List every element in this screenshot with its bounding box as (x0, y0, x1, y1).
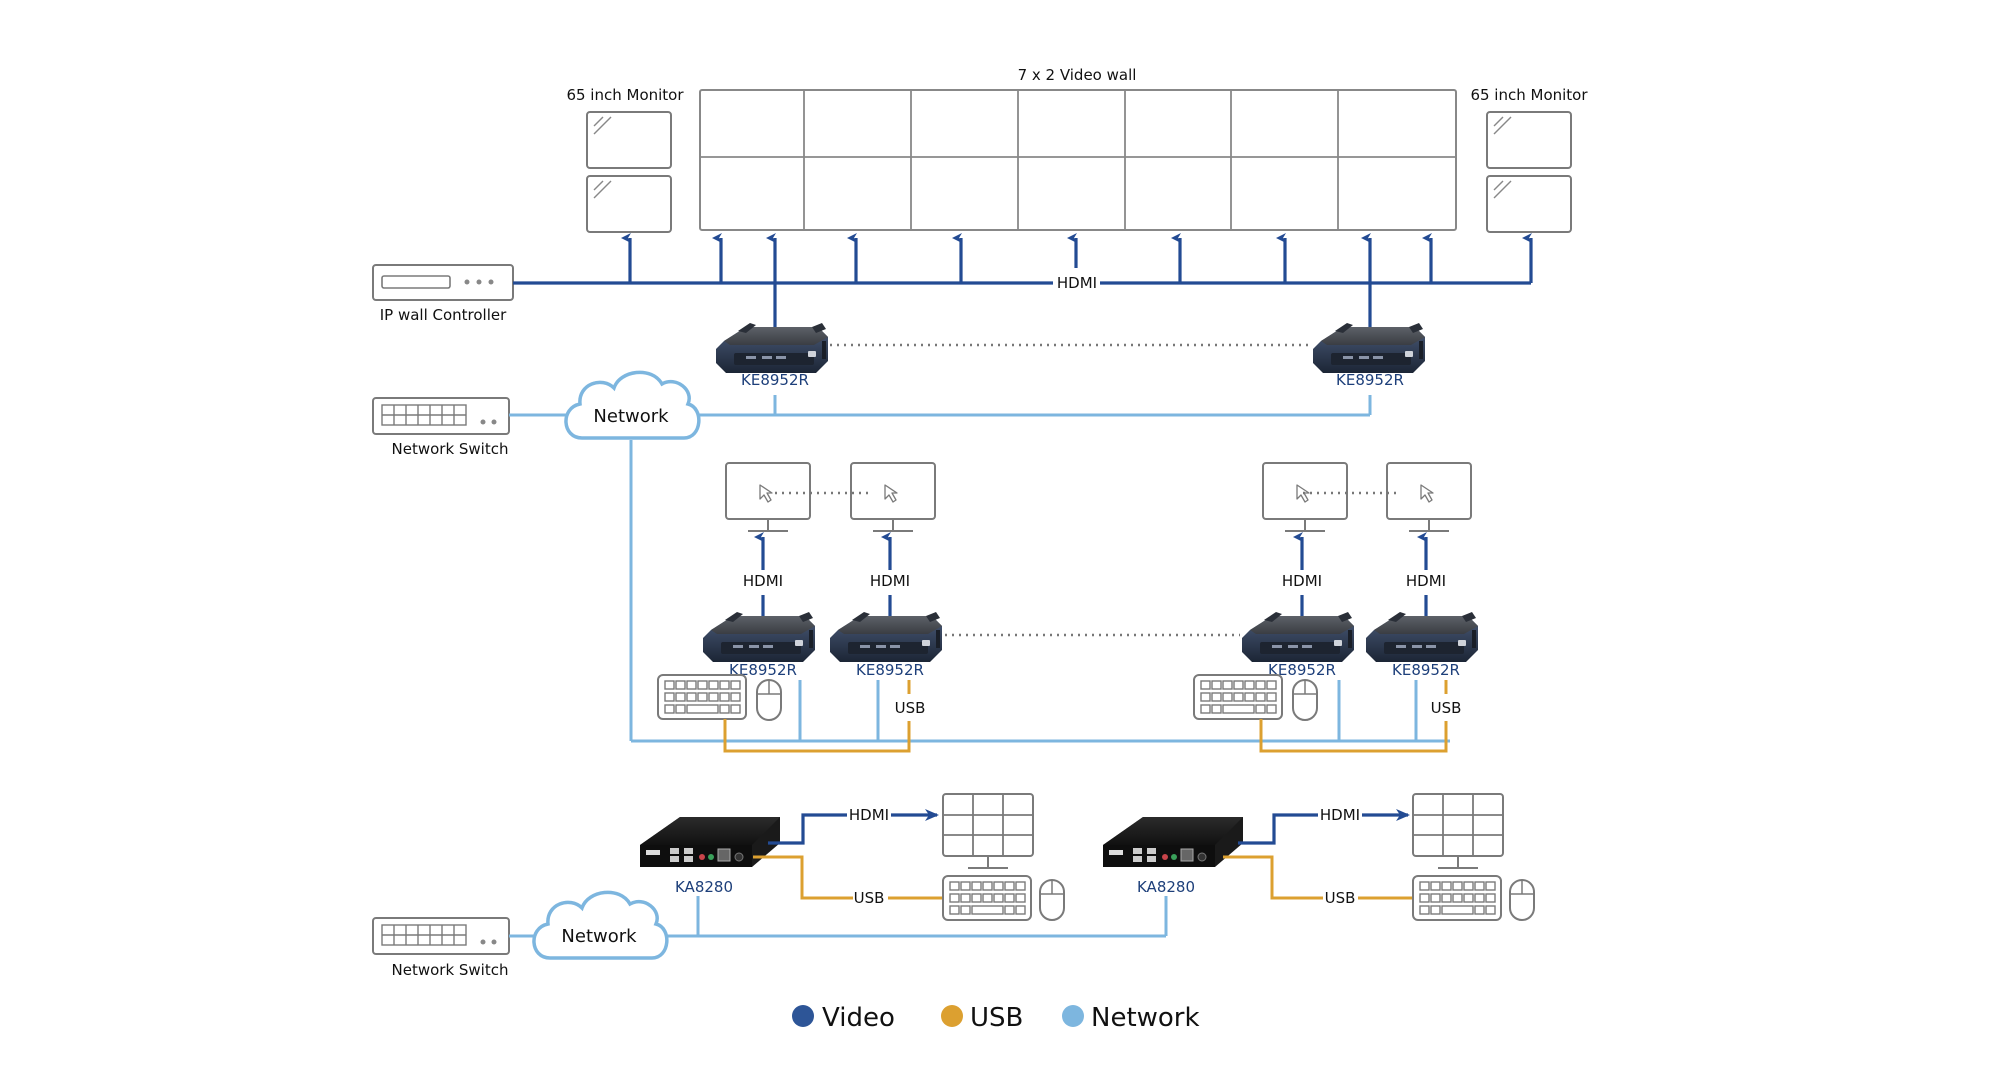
mouse-middle-left (756, 679, 782, 721)
usb-link-ka-right (1223, 855, 1323, 900)
network-switch-top (372, 397, 510, 435)
legend-network-swatch (1062, 1005, 1084, 1027)
usb-label-ka-left: USB (854, 889, 885, 907)
hdmi-label-ka-left: HDMI (849, 806, 889, 824)
ke8952r-middle-2-label: KE8952R (856, 661, 924, 679)
mouse-bottom-right (1509, 879, 1535, 921)
ke8952r-middle-3 (1242, 612, 1354, 662)
network-cloud-top-label: Network (593, 406, 669, 427)
keyboard-bottom-left (942, 875, 1032, 921)
usb-links-middle (723, 680, 1448, 753)
videowall (699, 89, 1457, 231)
videowall-title: 7 x 2 Video wall (1018, 66, 1137, 84)
legend: Video USB Network (792, 1003, 1200, 1033)
network-switch-bottom (372, 917, 510, 955)
ka8280-right (1102, 816, 1244, 868)
hdmi-link-ka-left (768, 813, 847, 845)
hdmi-bus (513, 233, 1533, 330)
grid-monitor-left (942, 793, 1034, 869)
hdmi-links-middle (754, 532, 1428, 618)
monitor-65in-right-top (1486, 111, 1572, 169)
monitor-65in-right-bottom (1486, 175, 1572, 233)
mouse-bottom-left (1039, 879, 1065, 921)
ke8952r-top-right-label: KE8952R (1336, 371, 1404, 389)
network-switch-top-label: Network Switch (392, 440, 509, 458)
keyboard-bottom-right (1412, 875, 1502, 921)
network-cloud-bottom (532, 890, 669, 960)
pc-monitor-3 (1262, 462, 1348, 532)
ke8952r-middle-1-label: KE8952R (729, 661, 797, 679)
usb-label-middle-left: USB (895, 699, 926, 717)
hdmi-label-1: HDMI (743, 572, 783, 590)
ip-wall-controller-label: IP wall Controller (380, 306, 507, 324)
pc-monitor-4 (1386, 462, 1472, 532)
network-switch-bottom-label: Network Switch (392, 961, 509, 979)
legend-network-label: Network (1091, 1003, 1200, 1033)
ke8952r-middle-4-label: KE8952R (1392, 661, 1460, 679)
monitor-65in-left-top (586, 111, 672, 169)
hdmi-label-4: HDMI (1406, 572, 1446, 590)
usb-link-ka-left (753, 855, 853, 900)
hdmi-label-2: HDMI (870, 572, 910, 590)
usb-label-middle-right: USB (1431, 699, 1462, 717)
ka8280-left (639, 816, 781, 868)
network-cloud-top (564, 370, 701, 440)
mouse-middle-right (1292, 679, 1318, 721)
legend-video-swatch (792, 1005, 814, 1027)
network-cloud-bottom-label: Network (561, 926, 637, 947)
network-lines-top (509, 395, 1450, 743)
ka8280-right-label: KA8280 (1137, 878, 1195, 896)
ke8952r-middle-3-label: KE8952R (1268, 661, 1336, 679)
hdmi-label-3: HDMI (1282, 572, 1322, 590)
usb-label-ka-right: USB (1325, 889, 1356, 907)
ke8952r-top-right (1313, 323, 1425, 373)
ke8952r-middle-1 (703, 612, 815, 662)
grid-monitor-right (1412, 793, 1504, 869)
legend-video-label: Video (822, 1003, 895, 1033)
keyboard-middle-right (1193, 674, 1283, 720)
hdmi-bus-label: HDMI (1057, 274, 1097, 292)
legend-usb-swatch (941, 1005, 963, 1027)
network-drops-middle (798, 680, 1418, 741)
ke8952r-middle-4 (1366, 612, 1478, 662)
ke8952r-middle-2 (830, 612, 942, 662)
keyboard-middle-left (657, 674, 747, 720)
ke8952r-top-left (716, 323, 828, 373)
ke8952r-top-left-label: KE8952R (741, 371, 809, 389)
pc-monitor-2 (850, 462, 936, 532)
monitor-65in-left-bottom (586, 175, 672, 233)
monitor-right-label: 65 inch Monitor (1470, 86, 1588, 104)
hdmi-label-ka-right: HDMI (1320, 806, 1360, 824)
pc-monitor-1 (725, 462, 811, 532)
ka8280-left-label: KA8280 (675, 878, 733, 896)
monitor-left-label: 65 inch Monitor (566, 86, 684, 104)
hdmi-link-ka-right (1238, 813, 1318, 845)
ip-wall-controller (372, 264, 514, 301)
legend-usb-label: USB (970, 1003, 1023, 1033)
